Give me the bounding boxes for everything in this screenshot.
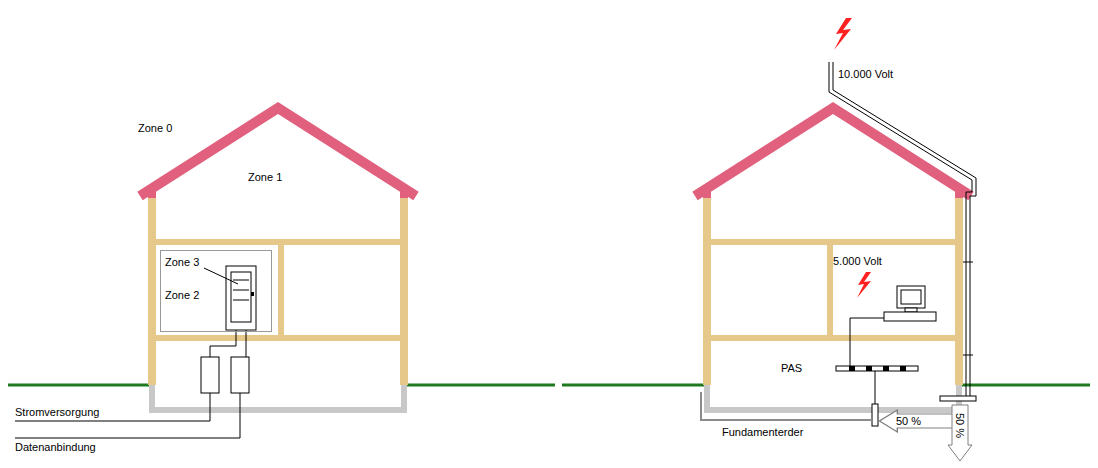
zone-box: Zone 2 — [160, 250, 272, 332]
current-arrow: 50 % — [878, 409, 958, 433]
voltage-label: 10.000 Volt — [838, 68, 893, 81]
left-house — [15, 108, 416, 438]
arrow-outline — [879, 410, 956, 432]
bar-label: PAS — [781, 362, 802, 375]
zone-label: Zone 0 — [138, 122, 172, 135]
line-label: Stromversorgung — [15, 406, 99, 419]
right-house — [695, 18, 976, 426]
line-label: Datenanbindung — [15, 441, 96, 454]
node-text: 50 % — [953, 412, 966, 437]
zone-label: Zone 3 — [165, 256, 199, 269]
earth-label: Fundamenterder — [722, 426, 803, 439]
node-text: Zone 2 — [165, 289, 199, 302]
arrow-outline — [948, 405, 972, 461]
current-arrow: 50 % — [947, 404, 973, 462]
node-text: 50 % — [896, 415, 921, 428]
zone-label: Zone 1 — [248, 171, 282, 184]
ground-line — [8, 384, 1090, 387]
voltage-label: 5.000 Volt — [833, 255, 882, 268]
